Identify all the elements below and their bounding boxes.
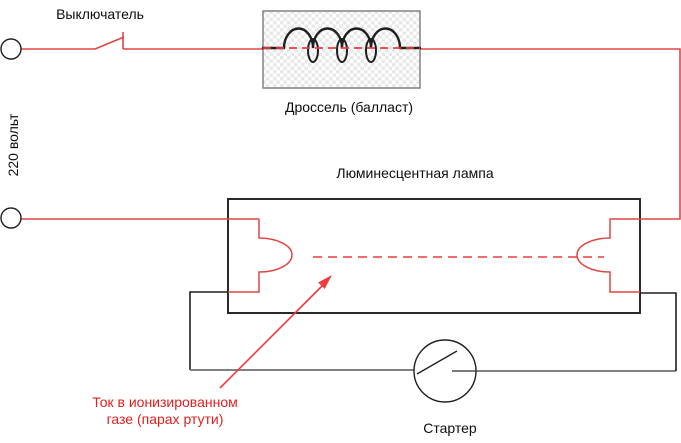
coil-loop	[336, 38, 348, 63]
choke-component	[262, 10, 421, 89]
choke-label: Дроссель (балласт)	[284, 99, 414, 115]
starter-loop-wiring	[189, 291, 677, 372]
current-annotation: Ток в ионизированном газе (парах ртути)	[92, 394, 238, 428]
right-electrode	[576, 218, 640, 293]
left-electrode	[228, 219, 293, 293]
lamp-electrodes	[228, 218, 640, 293]
lamp-label: Люминесцентная лампа	[336, 165, 494, 181]
switch-blade	[94, 36, 125, 50]
wire-lamp-right-down	[640, 292, 677, 371]
switch-label: Выключатель	[56, 6, 144, 22]
live-wire	[21, 32, 681, 220]
starter-switch-blade	[416, 350, 458, 375]
wire-choke-to-lamp	[420, 48, 681, 220]
starter-component	[413, 339, 477, 403]
terminal-top	[0, 38, 22, 60]
starter-label: Стартер	[423, 420, 477, 436]
coil-loop	[307, 38, 319, 63]
switch-symbol	[94, 32, 125, 50]
wire-lamp-left-down	[189, 291, 228, 370]
current-annotation-line2: газе (парах ртути)	[106, 411, 224, 427]
terminal-bottom	[0, 207, 22, 229]
current-arrow	[219, 275, 332, 389]
coil-loop	[365, 38, 377, 63]
voltage-label: 220 вольт	[5, 113, 21, 177]
lamp-component	[227, 198, 641, 314]
current-annotation-line1: Ток в ионизированном	[92, 394, 238, 410]
